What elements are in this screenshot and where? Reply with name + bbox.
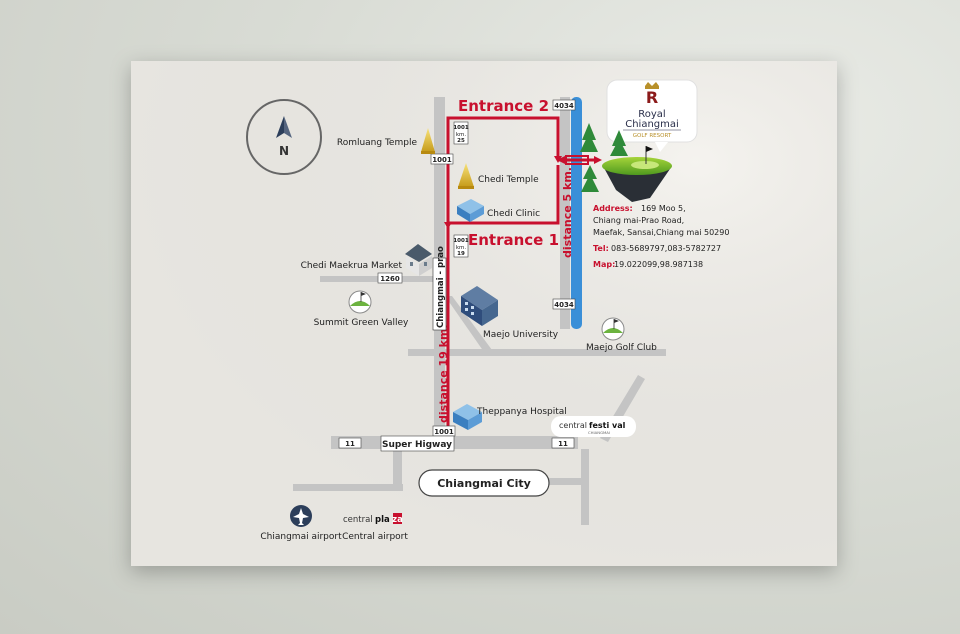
- entrance-1-label: Entrance 1: [468, 231, 559, 249]
- road-shields: 4034 4034 1001 1001 1260 11 11 1001 km. …: [338, 99, 576, 449]
- red-route: [446, 116, 596, 430]
- plaza-c: za: [392, 515, 403, 525]
- festival-sub: CHIANGMAI: [588, 430, 610, 435]
- place-maekrua: Chedi Maekrua Market: [301, 261, 403, 271]
- place-airport: Chiangmai airport: [260, 532, 342, 542]
- shield-11-right: 11: [558, 440, 568, 448]
- city-label: Chiangmai City: [437, 477, 531, 490]
- km25-a: 1001: [453, 125, 468, 131]
- central-plaza-logo: central pla za: [343, 513, 403, 525]
- festival-a: central: [559, 421, 587, 430]
- golf-island-icon: [580, 123, 672, 202]
- central-festival-logo: central festi val CHIANGMAI: [551, 416, 636, 437]
- shield-11-left: 11: [345, 440, 355, 448]
- resort-line1: Royal: [638, 109, 665, 120]
- temple-icon: [458, 163, 474, 189]
- distance-19-label: distance 19 km.: [437, 324, 450, 423]
- resort-bubble: R Royal Chiangmai GOLF RESORT: [606, 79, 698, 152]
- compass-letter: N: [279, 144, 289, 158]
- festival-c: val: [612, 421, 626, 430]
- route-arrows: [444, 156, 602, 229]
- city-pill: [418, 469, 550, 497]
- hospital-icon: [453, 404, 482, 430]
- place-summit: Summit Green Valley: [314, 318, 409, 328]
- shield-1001-top: 1001: [432, 156, 452, 164]
- plaza-a: central: [343, 515, 373, 525]
- resort-line2: Chiangmai: [625, 119, 679, 130]
- address-l2: Chiang mai-Prao Road,: [593, 216, 684, 225]
- airplane-icon: [290, 505, 312, 527]
- golf-icon: [601, 317, 625, 341]
- place-theppanya: Theppanya Hospital: [476, 407, 567, 417]
- tel-label: Tel:: [593, 244, 609, 253]
- shield-4034-top: 4034: [554, 102, 574, 110]
- address-l1: 169 Moo 5,: [641, 204, 686, 213]
- place-chedi-temple: Chedi Temple: [478, 175, 539, 185]
- address-label: Address:: [593, 204, 633, 213]
- bridge: [565, 155, 589, 165]
- place-romluang: Romluang Temple: [337, 138, 418, 148]
- place-central-airport: Central airport: [342, 532, 408, 542]
- temple-icon: [421, 128, 435, 154]
- place-chedi-clinic: Chedi Clinic: [487, 209, 540, 219]
- shield-1001-bottom: 1001: [434, 428, 454, 436]
- distance-5-label: distance 5 km.: [561, 167, 574, 258]
- festival-b: festi: [589, 421, 609, 430]
- km25-b: km.: [456, 132, 467, 138]
- address-block: Address: 169 Moo 5, Chiang mai-Prao Road…: [593, 204, 729, 269]
- shield-1260: 1260: [380, 275, 400, 283]
- km19-c: 19: [457, 251, 465, 257]
- plaza-b: pla: [375, 515, 390, 525]
- shield-4034-bottom: 4034: [554, 301, 574, 309]
- road-label-box: [432, 257, 447, 331]
- golf-icon: [348, 290, 372, 314]
- road-label-chiangmai-prao: Chiangmai - prao: [436, 246, 446, 328]
- map-label: Map:: [593, 260, 615, 269]
- tel-value: 083-5689797,083-5782727: [611, 244, 721, 253]
- compass-icon: N: [246, 99, 322, 175]
- university-icon: [461, 286, 498, 326]
- super-highway-label: Super Higway: [382, 440, 452, 450]
- km25-c: 25: [457, 138, 465, 144]
- km19-b: km.: [456, 245, 467, 251]
- map-value: 19.022099,98.987138: [614, 260, 703, 269]
- clinic-icon: [457, 199, 484, 222]
- super-highway-box: [380, 435, 455, 452]
- entrance-2-label: Entrance 2: [458, 97, 549, 115]
- resort-line3: GOLF RESORT: [633, 133, 672, 139]
- address-l3: Maefak, Sansai,Chiang mai 50290: [593, 228, 729, 237]
- market-icon: [405, 244, 432, 276]
- resort-letter: R: [646, 88, 658, 107]
- crown-icon: [645, 82, 659, 89]
- place-maejo-golf: Maejo Golf Club: [586, 343, 657, 353]
- km19-a: 1001: [453, 238, 468, 244]
- place-maejo-university: Maejo University: [483, 330, 559, 340]
